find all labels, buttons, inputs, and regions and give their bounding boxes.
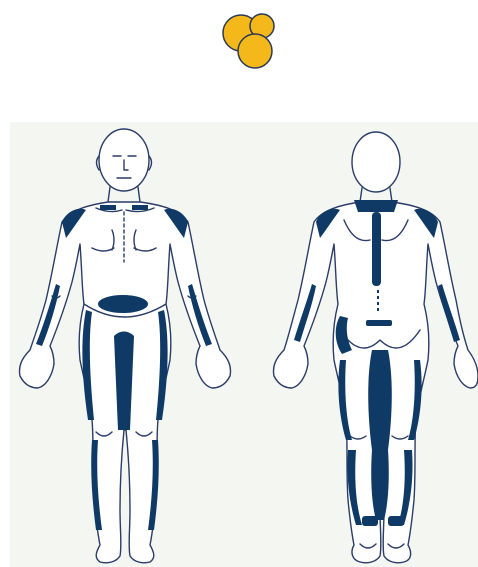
front-abdomen-highlight <box>98 295 148 313</box>
back-upper-spine-highlight <box>354 200 398 212</box>
back-head <box>352 132 400 192</box>
back-heel-right-highlight <box>388 516 404 526</box>
front-collar-right-highlight <box>132 205 148 210</box>
back-sacrum-highlight <box>366 320 392 326</box>
back-spine-highlight <box>372 212 381 286</box>
back-heel-left-highlight <box>362 516 378 526</box>
front-collar-left-highlight <box>100 205 116 210</box>
